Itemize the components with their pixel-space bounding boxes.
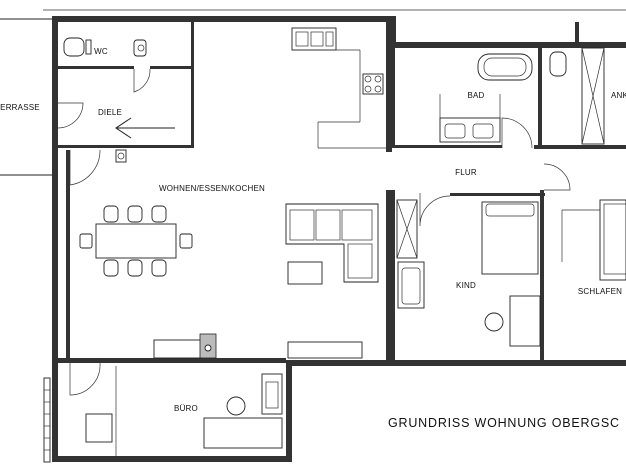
dining-set: [79, 205, 193, 277]
bath-fixtures: [439, 51, 567, 143]
label-ankleide: ANK: [611, 91, 626, 100]
shaft-icon: [115, 149, 127, 163]
arrow-left-icon: [115, 117, 175, 139]
sofa: [285, 203, 379, 285]
label-schlafen: SCHLAFEN: [578, 287, 622, 296]
bedroom-bed: [561, 199, 626, 281]
doors: [57, 68, 571, 396]
wardrobe-shelves: [581, 47, 605, 145]
kids-furniture: [396, 199, 541, 347]
label-wc: WC: [94, 47, 108, 56]
label-buero: BÜRO: [174, 404, 198, 413]
label-flur: FLUR: [455, 168, 477, 177]
kitchen: [291, 27, 386, 149]
label-diele: DIELE: [98, 108, 122, 117]
living-storage: [153, 333, 363, 359]
terrace: [0, 9, 626, 176]
plan-title: GRUNDRISS WOHNUNG OBERGSC: [388, 416, 620, 430]
label-bad: BAD: [467, 91, 484, 100]
label-terrasse: ERRASSE: [0, 103, 40, 112]
label-kind: KIND: [456, 281, 476, 290]
outer-walls: [52, 16, 626, 462]
wc-fixtures: [63, 37, 147, 57]
stairs: [43, 377, 51, 463]
office-furniture: [85, 366, 283, 456]
interior-walls: [58, 22, 626, 362]
label-wohnen: WOHNEN/ESSEN/KOCHEN: [159, 184, 265, 193]
